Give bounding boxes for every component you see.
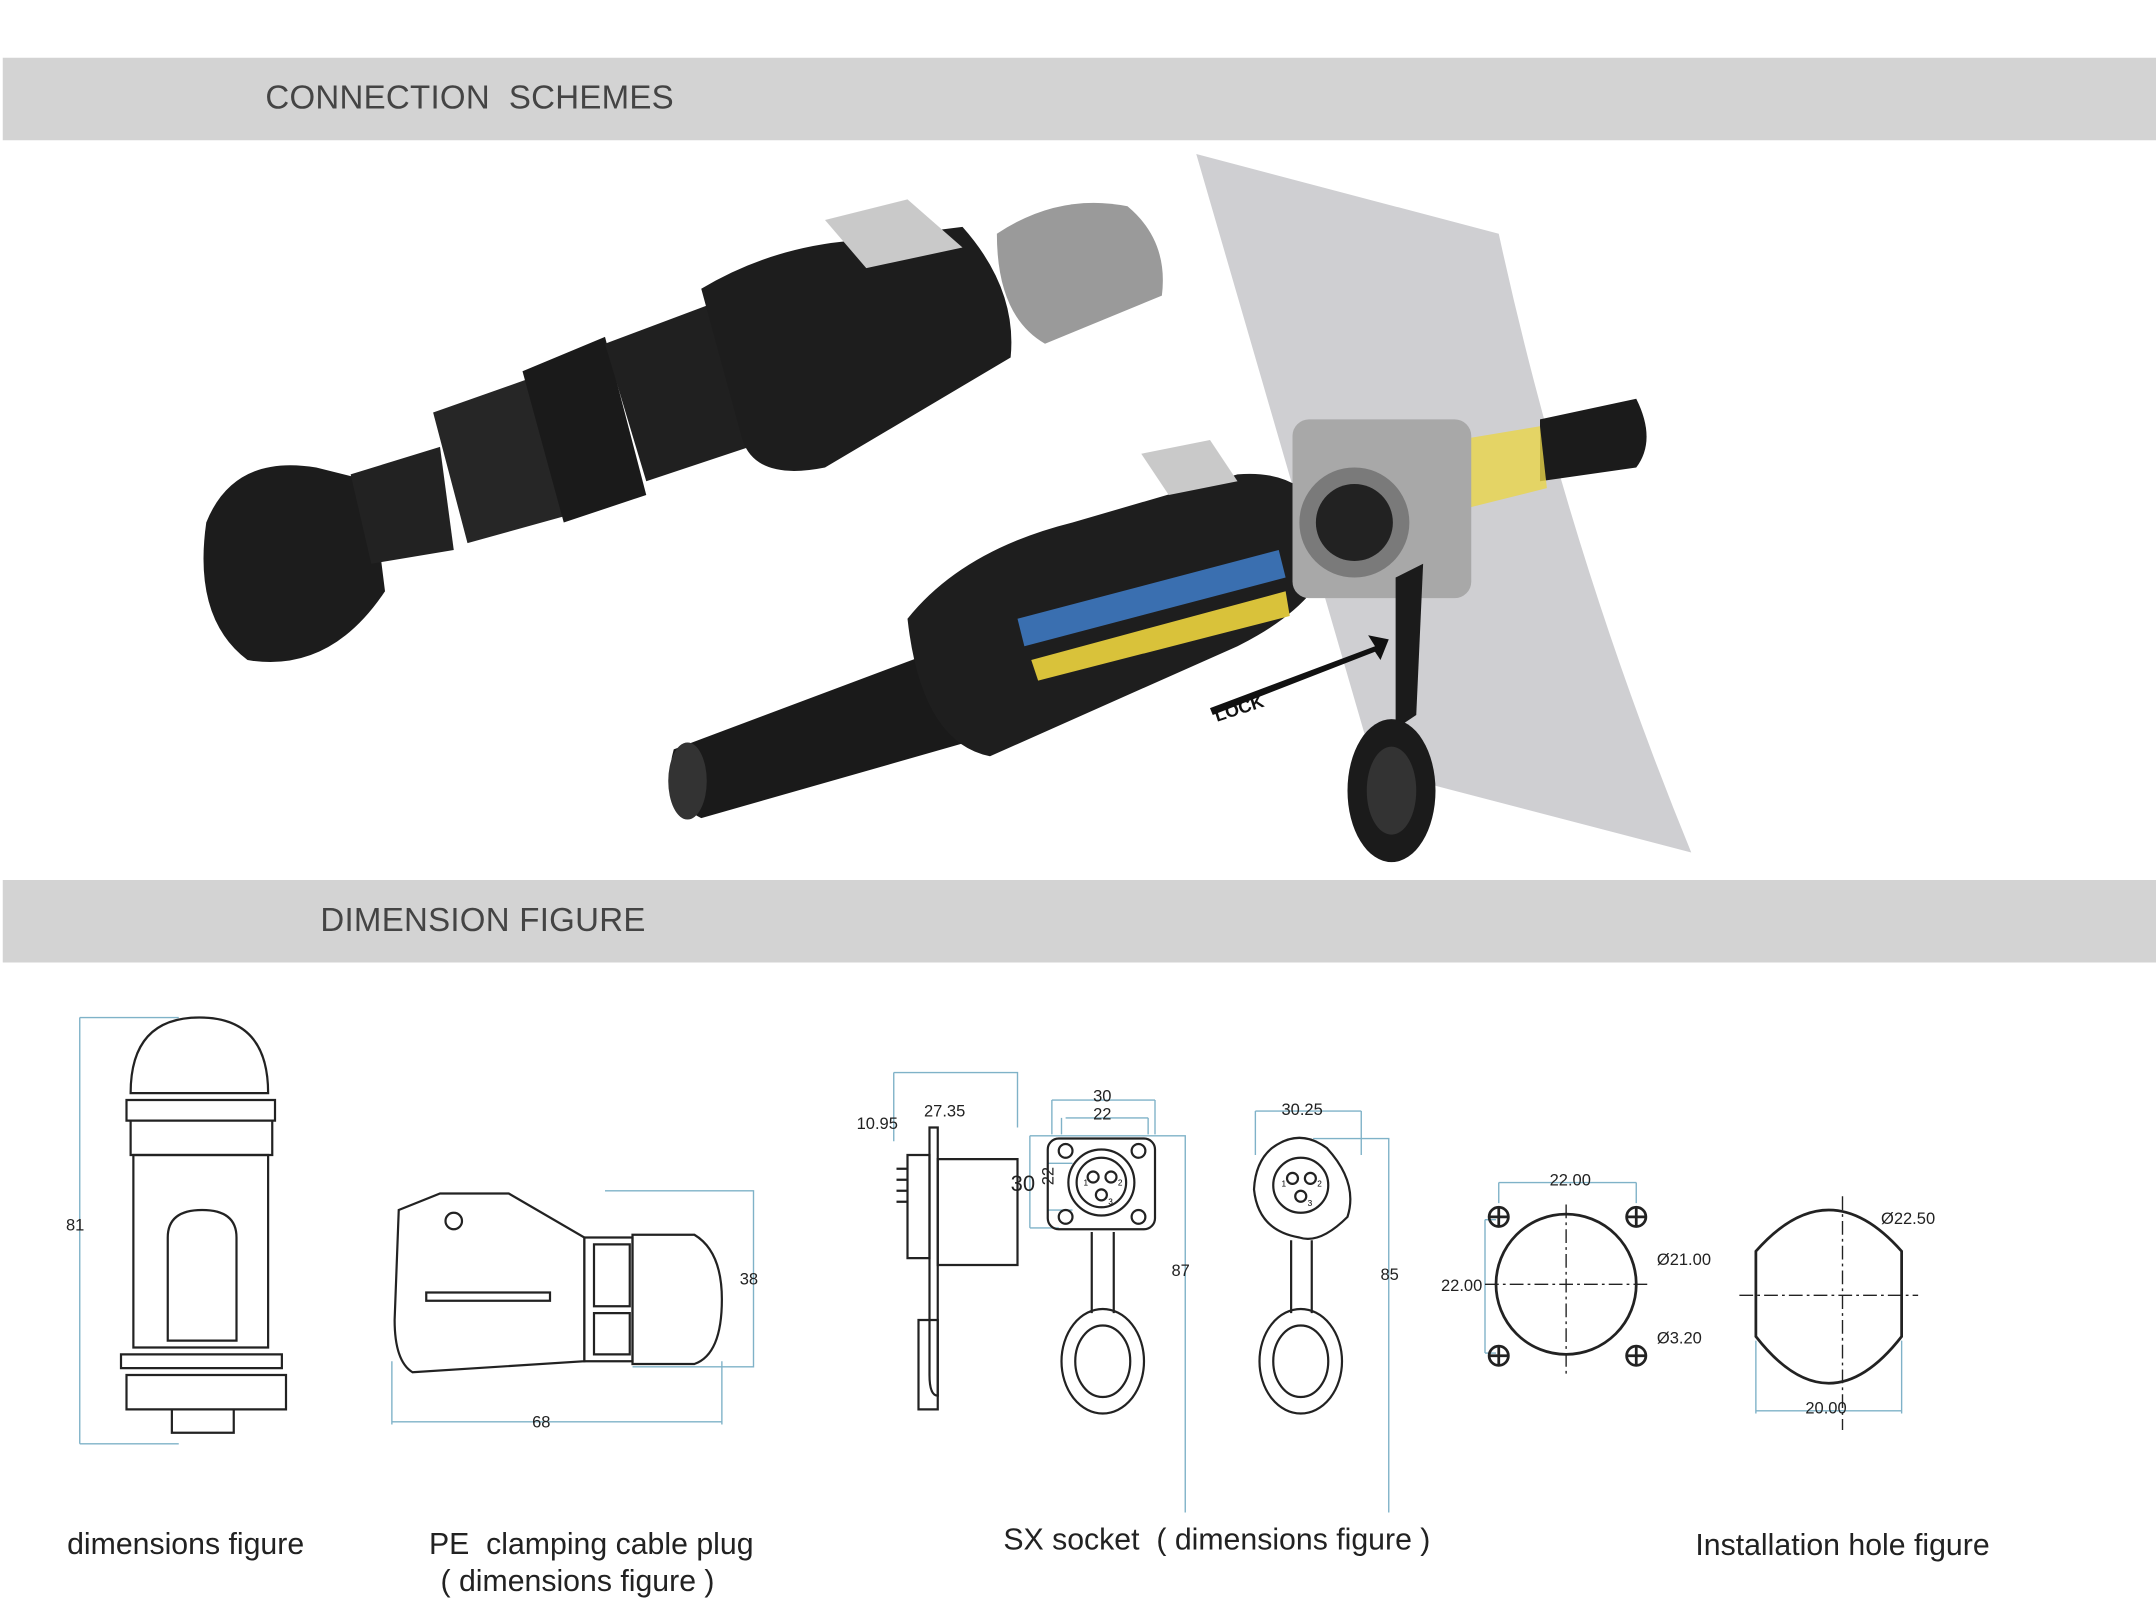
section-title: CONNECTION SCHEMES [265,79,674,117]
plug-assembled [907,440,1334,757]
pin-number: 3 [1108,1198,1113,1207]
caption-pe-plug-line2: ( dimensions figure ) [440,1563,715,1598]
cutout-drawing: Ø22.50 20.00 [1739,1196,1935,1430]
dim-screw: Ø3.20 [1657,1329,1702,1347]
dim-width-inner: 22 [1093,1105,1111,1123]
plug-exploded [203,199,1163,662]
dim-height: 38 [740,1270,758,1288]
dim-height: 81 [66,1217,84,1235]
dim-length: 68 [532,1413,550,1431]
caption-pe-plug-line1: PE clamping cable plug [428,1526,754,1561]
dim-cut-dia: Ø22.50 [1881,1210,1935,1228]
pin-number: 2 [1317,1180,1322,1189]
dim-total: 87 [1172,1262,1190,1280]
dim-width-outer: 30 [1093,1087,1111,1105]
dimension-drawings: 81 38 68 10.95 27.35 [66,1016,1935,1513]
caption-socket: SX socket ( dimensions figure ) [1003,1522,1431,1557]
connection-photo: LOCK [203,154,1692,863]
dim-spacing-h: 22.00 [1550,1171,1591,1189]
caption-plug: dimensions figure [67,1526,305,1561]
plug-drawing: 81 [66,1016,288,1445]
dim-spacing-v: 22.00 [1441,1277,1482,1295]
pe-plug-drawing: 38 68 [391,1190,758,1431]
section-title: DIMENSION FIGURE [320,902,646,940]
dim-side-a: 10.95 [857,1115,898,1133]
pin-number: 2 [1118,1178,1123,1187]
install-hole-drawing: 22.00 22.00 Ø21.00 Ø3.20 [1441,1171,1711,1375]
lock-label: LOCK [1212,691,1266,726]
panel-socket [1292,419,1472,863]
pin-number: 1 [1282,1180,1287,1189]
socket-side-drawing: 10.95 27.35 [857,1071,1019,1411]
dim-total: 85 [1381,1266,1399,1284]
pin-number: 3 [1308,1199,1313,1208]
cable [668,398,1647,820]
socket-back-drawing: 30.25 85 1 2 3 [1252,1101,1399,1513]
pin-number: 1 [1084,1178,1089,1187]
dim-height-outer: 30 [1011,1171,1035,1196]
dim-hole: Ø21.00 [1657,1251,1711,1269]
dim-width: 30.25 [1282,1101,1323,1119]
section-header-connection: CONNECTION SCHEMES [2,57,2156,141]
dim-side-b: 27.35 [924,1103,965,1121]
section-header-dimension: DIMENSION FIGURE [2,880,2156,963]
caption-install: Installation hole figure [1695,1527,1990,1562]
dim-cut-flat: 20.00 [1805,1400,1846,1418]
